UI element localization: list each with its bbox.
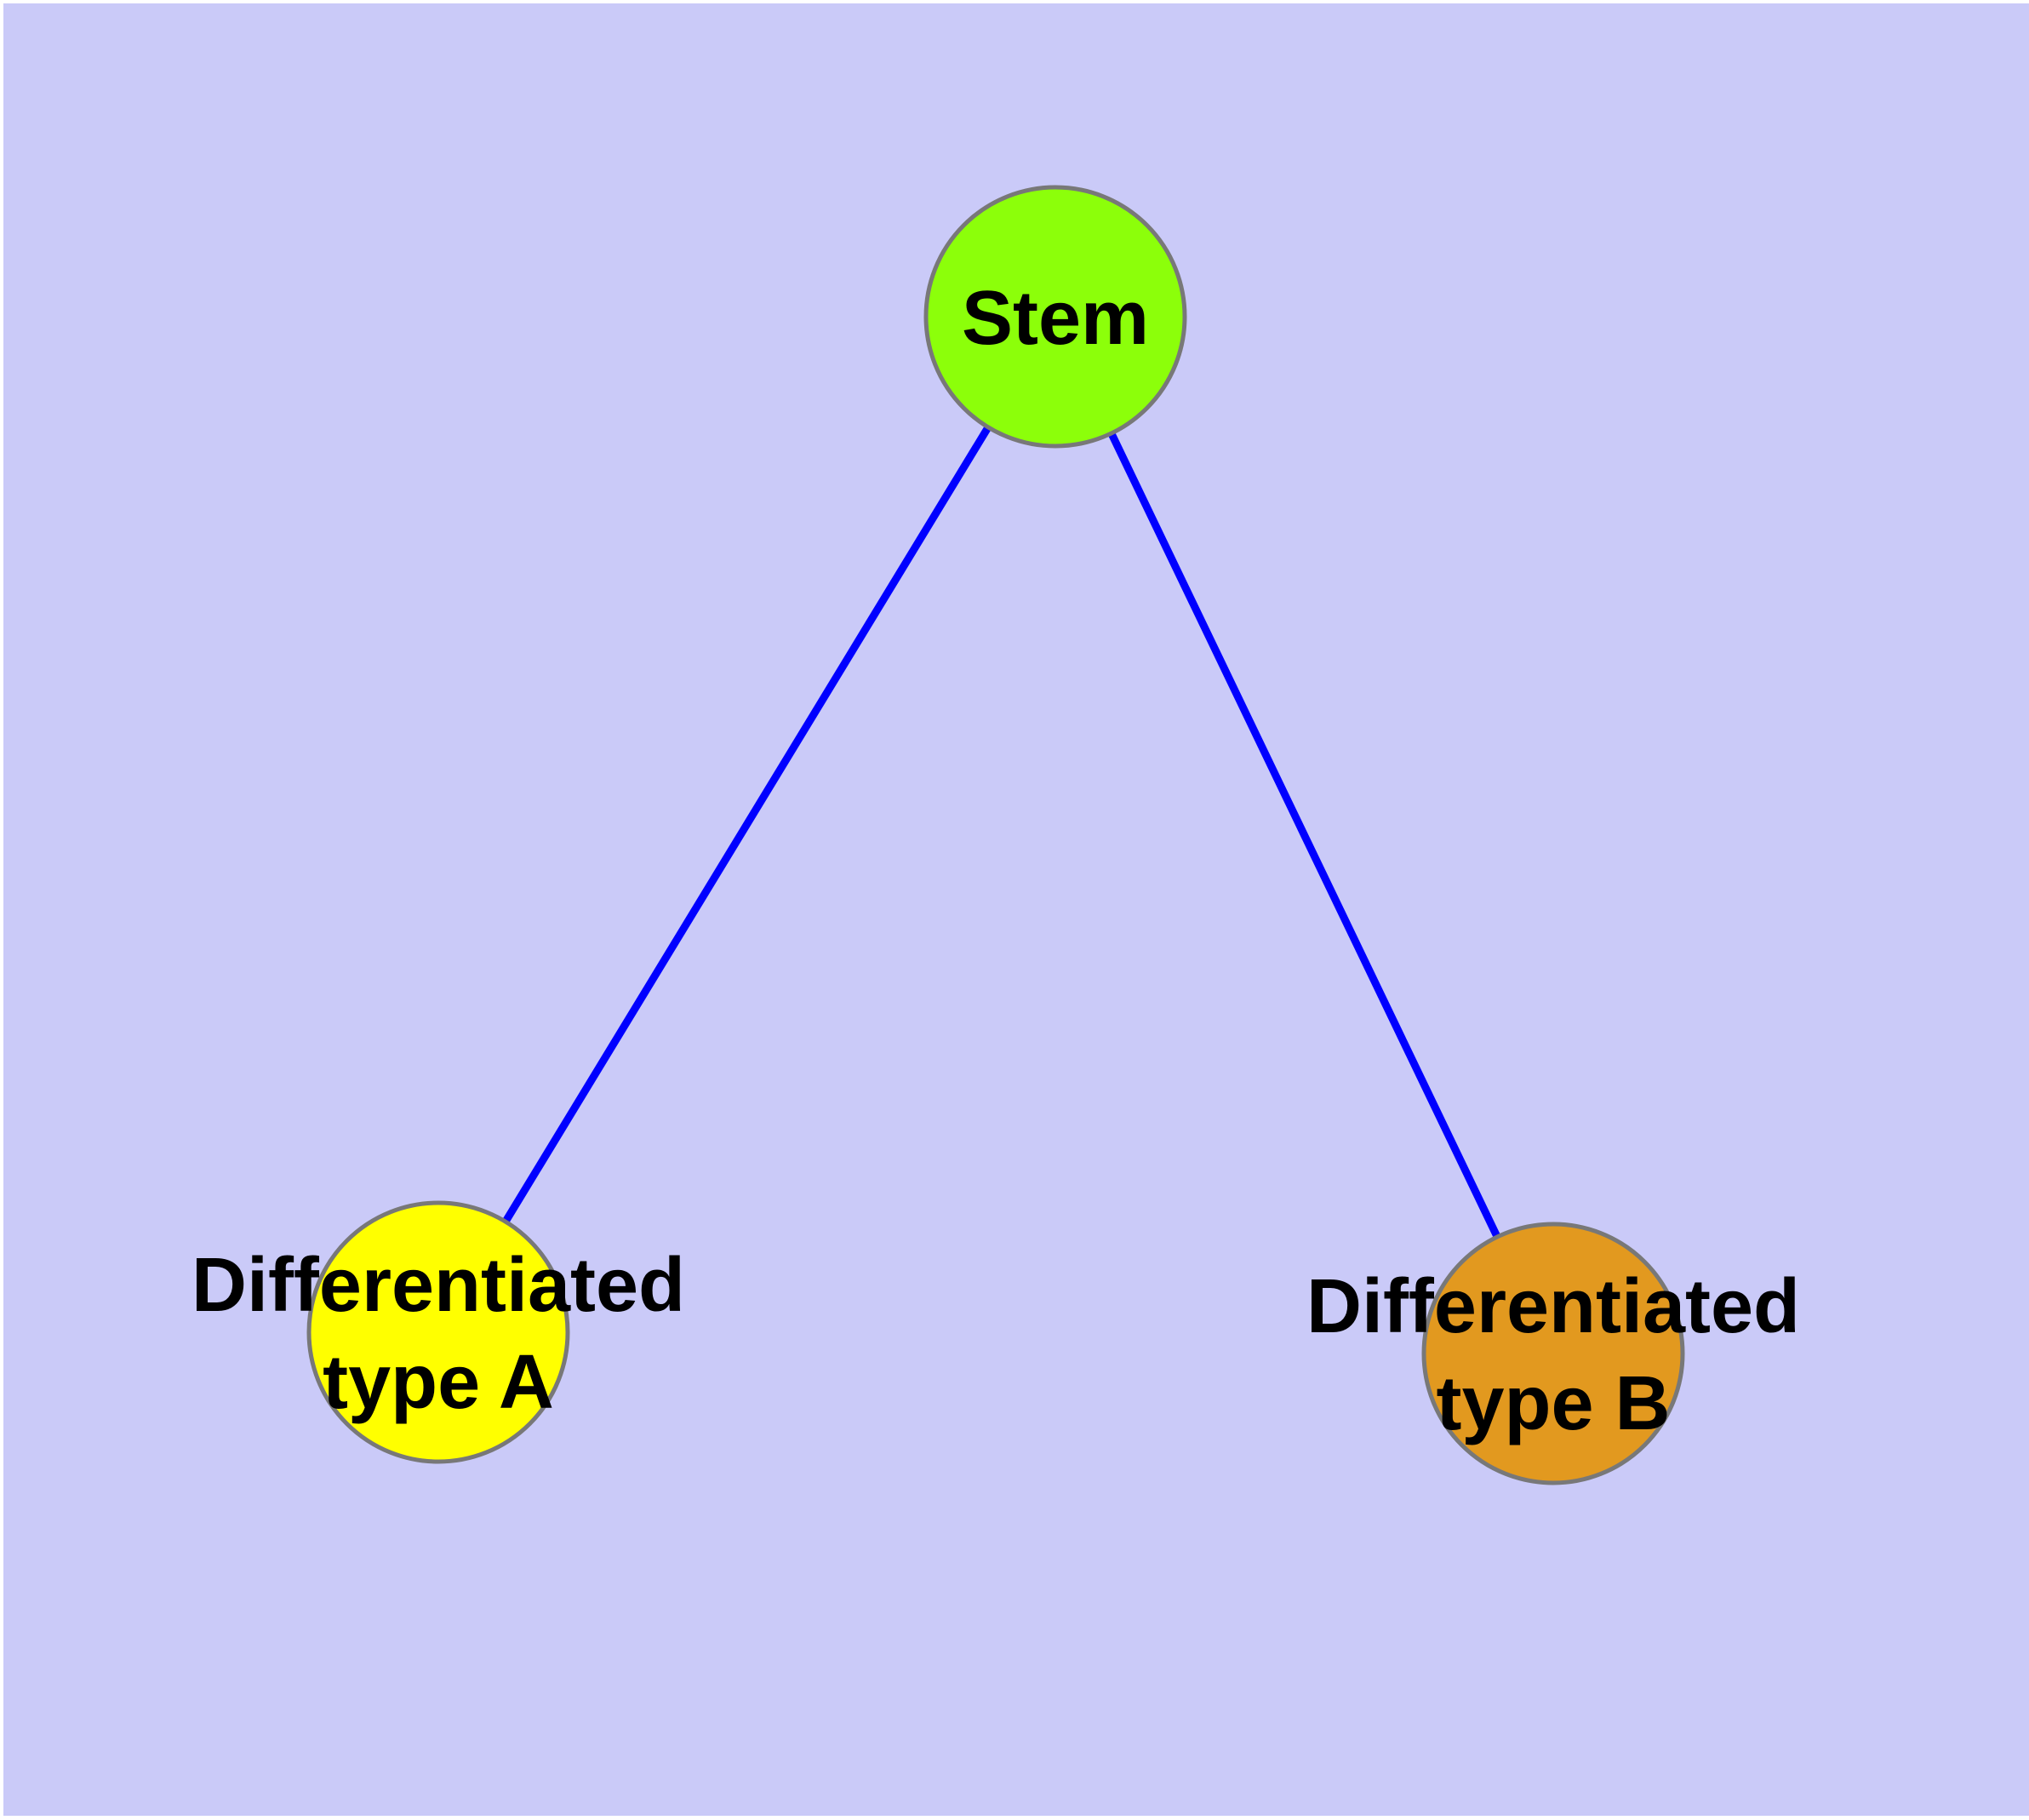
node-type-b: Differentiated type B xyxy=(1306,1222,1800,1485)
node-type-a-circle[interactable] xyxy=(306,1200,570,1464)
node-stem-label: Stem xyxy=(962,276,1149,361)
node-type-a: Differentiated type A xyxy=(191,1200,685,1464)
node-type-b-label-line2: type B xyxy=(1436,1361,1670,1446)
node-stem-circle[interactable] xyxy=(923,185,1187,449)
node-type-a-label-line2: type A xyxy=(323,1340,554,1425)
node-type-a-label-line1: Differentiated xyxy=(191,1243,685,1328)
node-type-b-label-line1: Differentiated xyxy=(1306,1264,1800,1349)
node-type-b-circle[interactable] xyxy=(1421,1222,1685,1485)
edge-stem-to-type-a xyxy=(435,314,1059,1335)
node-stem: Stem xyxy=(923,185,1187,449)
edge-stem-to-type-b xyxy=(1051,315,1557,1355)
